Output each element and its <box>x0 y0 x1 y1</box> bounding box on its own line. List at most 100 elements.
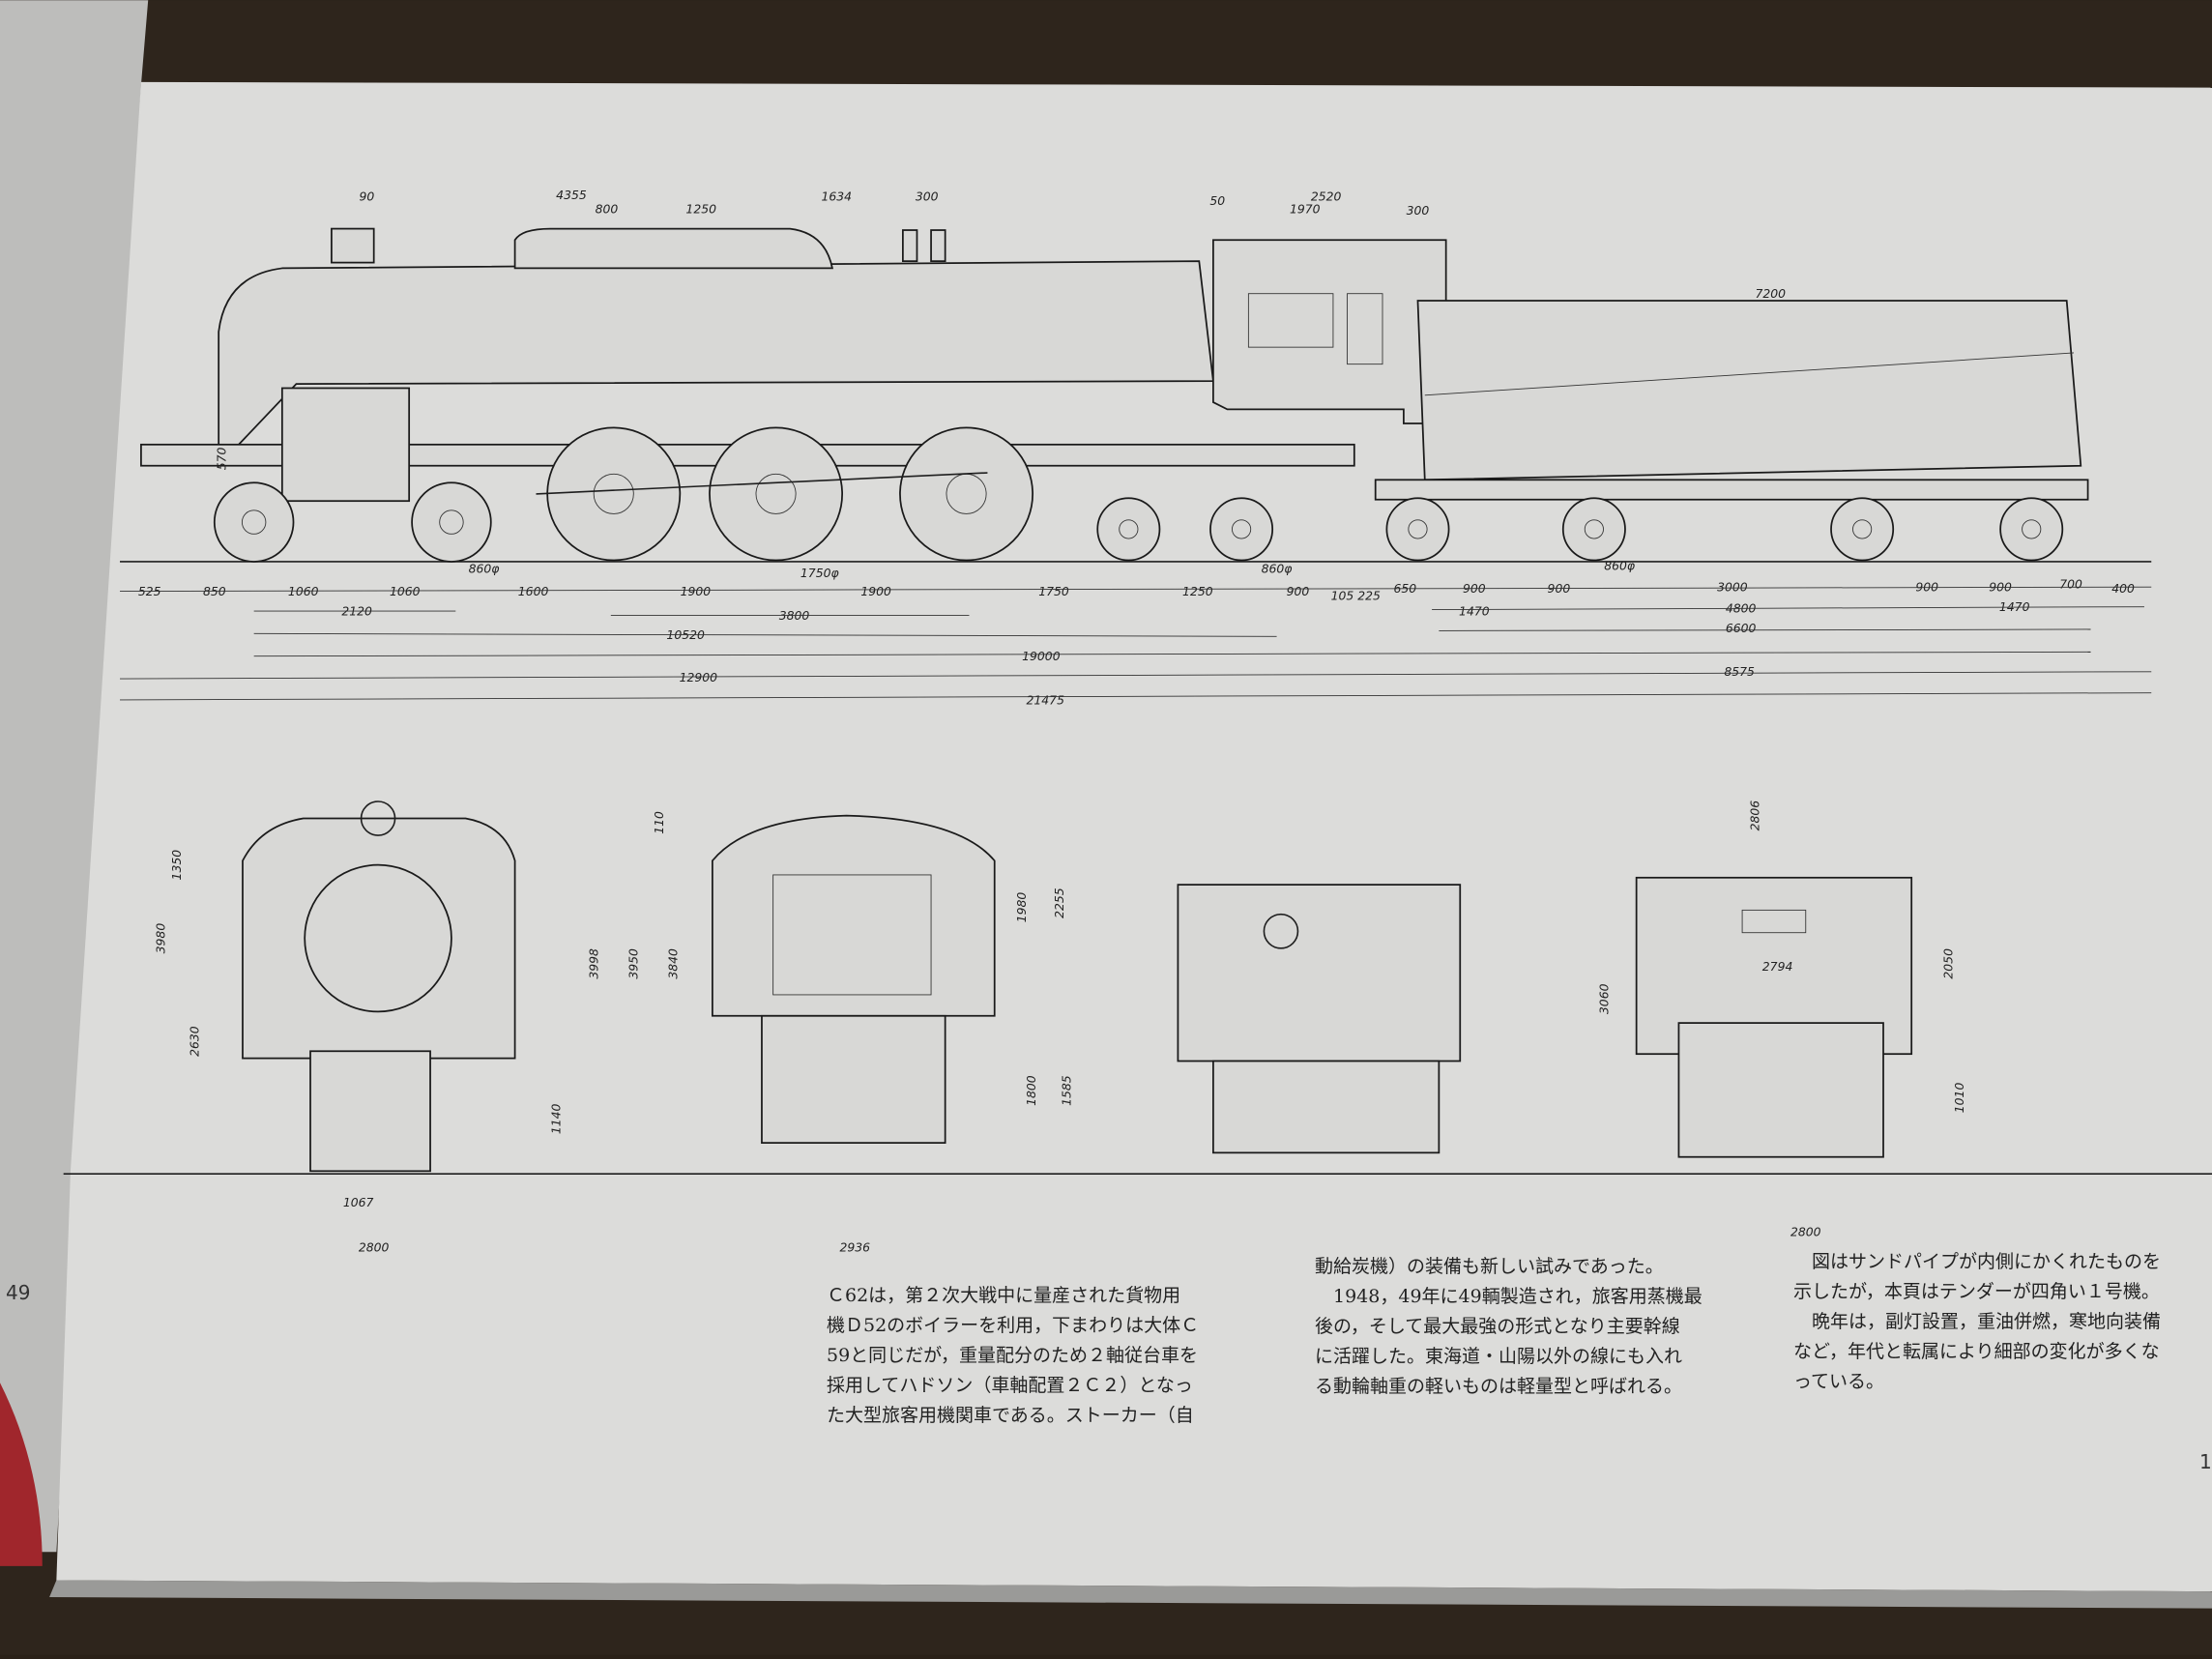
dimension-label: 2255 <box>1052 888 1066 918</box>
dimension-label: 3000 <box>1717 580 1748 595</box>
dimension-label: 3950 <box>626 948 641 979</box>
wheel <box>411 481 492 563</box>
dimension-label: 2806 <box>1748 800 1762 831</box>
rear-view <box>712 814 996 1145</box>
wheel <box>1999 497 2064 562</box>
dimension-label: 900 <box>1915 580 1938 595</box>
dimension-label: 2050 <box>1941 948 1956 979</box>
dimension-label: 2630 <box>188 1026 202 1057</box>
wheel-hub <box>1852 519 1873 539</box>
dimension-label: 1350 <box>169 850 184 881</box>
dimension-label: 3840 <box>665 948 680 979</box>
dimension-label: 19000 <box>1022 649 1061 663</box>
boiler <box>218 260 1214 468</box>
dimension-label: 1067 <box>343 1195 374 1209</box>
dimension-label: 1250 <box>1182 584 1213 598</box>
dimension-label: 700 <box>2059 577 2082 592</box>
text-line: っている。 <box>1793 1371 1885 1392</box>
dimension-label: 1750φ <box>800 566 840 580</box>
dimension-label: 1585 <box>1060 1075 1074 1106</box>
tender-body <box>1416 300 2082 481</box>
dimension-label: 2800 <box>1790 1224 1821 1238</box>
dimension-label: 860φ <box>469 562 501 576</box>
right-page-number: 1 <box>2199 1450 2212 1473</box>
cab <box>1212 239 1447 424</box>
tender-line <box>1424 352 2075 396</box>
left-page-edge <box>0 1382 43 1566</box>
dimension-label: 110 <box>652 811 666 834</box>
safety-valve <box>902 229 918 263</box>
dimension-label: 3980 <box>154 923 168 954</box>
wheel <box>899 426 1033 562</box>
dimension-label: 6600 <box>1726 621 1757 635</box>
text-line: 1948，49年に49輌製造され，旅客用蒸機最 <box>1315 1286 1703 1307</box>
dimension-label: 105 225 <box>1331 588 1381 602</box>
dimension-label: 900 <box>1287 584 1310 598</box>
dimension-label: 2794 <box>1762 959 1793 974</box>
dimension-label: 300 <box>1407 203 1430 218</box>
front-buffer-beam <box>309 1050 431 1173</box>
text-line: 図はサンドパイプが内側にかくれたものを <box>1793 1251 2162 1272</box>
wheel <box>1385 497 1450 562</box>
dimension-label: 2800 <box>359 1239 390 1254</box>
cylinder <box>280 387 411 503</box>
dimension-label: 1980 <box>1014 892 1029 923</box>
wheel <box>1830 497 1895 562</box>
dimension-label: 2520 <box>1311 189 1342 203</box>
dimension-line <box>1439 628 2091 631</box>
tender-frame <box>1374 479 2089 501</box>
wheel-hub <box>241 509 267 535</box>
dimension-label: 800 <box>596 202 619 217</box>
wheel <box>1209 497 1274 562</box>
dimension-label: 400 <box>2111 581 2135 596</box>
dimension-label: 570 <box>214 447 228 470</box>
dimension-label: 3998 <box>587 948 601 979</box>
dimension-label: 1140 <box>548 1103 563 1134</box>
dimension-label: 860φ <box>1262 562 1294 576</box>
text-line: る動輪軸重の軽いものは軽量型と呼ばれる。 <box>1315 1376 1683 1397</box>
text-line: 59と同じだが，重量配分のため２軸従台車を <box>827 1345 1199 1366</box>
wheel <box>213 481 295 563</box>
wheel <box>1096 497 1161 562</box>
text-line: 採用してハドソン（車軸配置２Ｃ２）となっ <box>827 1375 1193 1396</box>
wheel-hub <box>1408 519 1428 539</box>
tender-rear-view <box>1635 876 1913 1158</box>
dimension-label: 1600 <box>518 584 549 598</box>
text-line: 機Ｄ52のボイラーを利用，下まわりは大体Ｃ <box>827 1315 1200 1336</box>
text-line: など，年代と転属により細部の変化が多くな <box>1793 1341 2160 1362</box>
dome-cover <box>513 227 833 270</box>
dimension-label: 300 <box>916 189 939 203</box>
dimension-label: 7200 <box>1756 286 1787 301</box>
smokebox-door <box>304 863 452 1013</box>
end-view-dimensions: 1350 3980 2630 1140 3998 1067 2800 110 3950 3840 1… <box>154 800 1966 1255</box>
dimension-label: 900 <box>1989 580 2012 595</box>
dimension-line <box>120 671 2152 680</box>
dimension-line <box>120 586 2152 593</box>
dimension-line <box>1432 606 2144 610</box>
wheel <box>709 426 844 562</box>
safety-valve <box>930 229 946 263</box>
text-line: た大型旅客用機関車である。ストーカー（自 <box>827 1405 1194 1426</box>
dimension-label: 1470 <box>1459 603 1490 618</box>
cab-window <box>1247 293 1334 348</box>
dimension-label: 12900 <box>680 670 718 684</box>
text-line: Ｃ62は，第２次大戦中に量産された貨物用 <box>827 1285 1181 1306</box>
dimension-label: 1900 <box>681 584 712 598</box>
chimney <box>331 227 375 264</box>
dimension-label: 1250 <box>685 202 716 217</box>
text-line: 晩年は，副灯設置，重油併燃，寒地向装備 <box>1793 1311 2162 1332</box>
dimension-label: 1970 <box>1290 202 1321 217</box>
cab-rear-view <box>1177 884 1462 1154</box>
dimension-label: 2936 <box>839 1239 870 1254</box>
dimension-label: 860φ <box>1604 559 1636 573</box>
text-column-3: 図はサンドパイプが内側にかくれたものを 示したが，本頁はテンダーが四角い１号機。… <box>1793 1247 2161 1397</box>
wheels <box>213 426 2064 563</box>
dimension-label: 1634 <box>822 189 853 203</box>
wheel-hub <box>1119 519 1139 539</box>
rear-frame <box>761 1014 946 1145</box>
wheel <box>546 426 682 562</box>
wheel <box>1561 497 1626 562</box>
